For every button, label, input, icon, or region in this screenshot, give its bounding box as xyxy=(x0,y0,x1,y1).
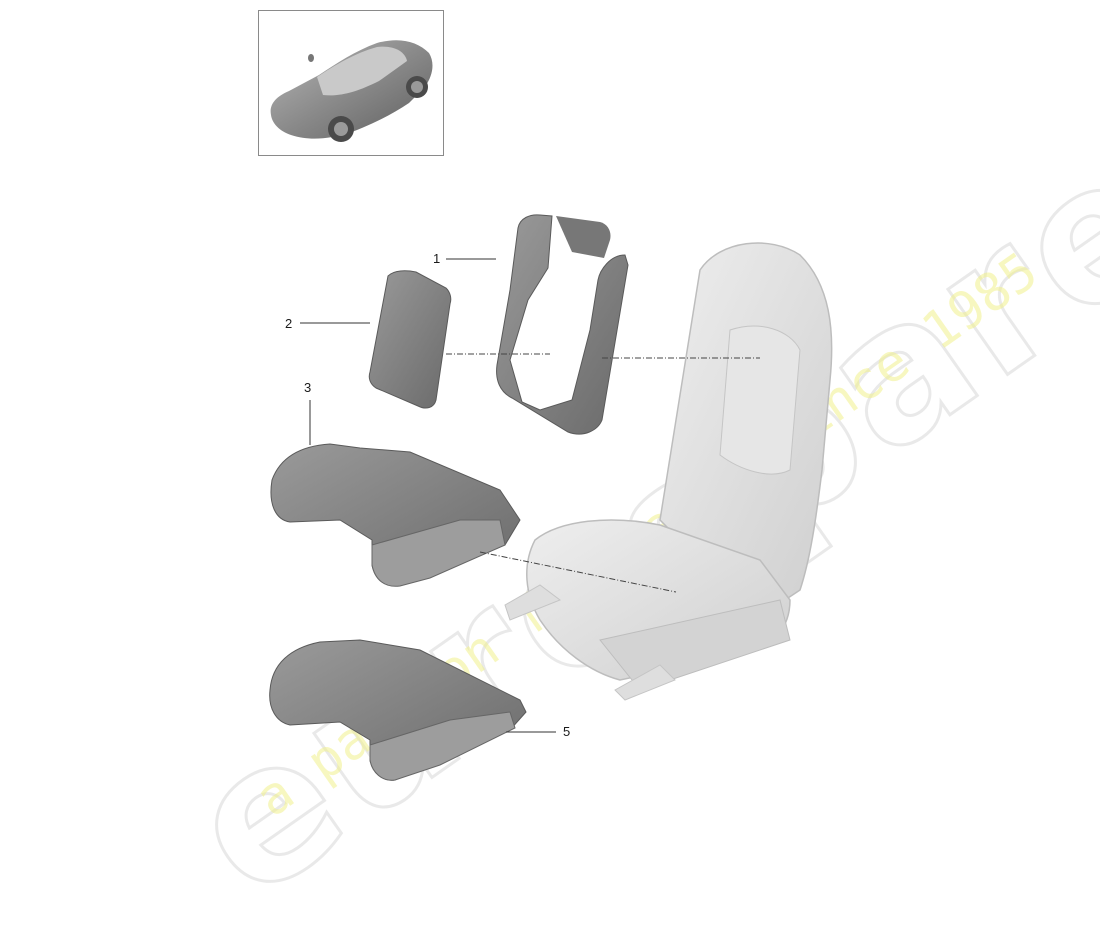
parts-diagram: eurospares a passion for parts since 198… xyxy=(149,10,1100,941)
complete-seat xyxy=(504,242,833,701)
callout-1[interactable]: 1 xyxy=(433,251,441,266)
leader-lines xyxy=(300,258,556,733)
callout-2[interactable]: 2 xyxy=(285,316,293,331)
part-2-backrest-pad xyxy=(368,270,452,409)
car-thumbnail-icon xyxy=(270,40,433,142)
diagram-drawing xyxy=(269,214,833,781)
part-5-seat-foam-lower xyxy=(269,639,527,781)
assembly-line-cushion xyxy=(479,551,677,593)
part-3-seat-foam-upper xyxy=(270,443,521,587)
part-1-backrest-frame xyxy=(496,214,629,435)
assembly-lines xyxy=(446,353,760,593)
car-thumbnail xyxy=(258,10,444,156)
callout-3[interactable]: 3 xyxy=(304,380,312,395)
callout-5[interactable]: 5 xyxy=(563,724,571,739)
